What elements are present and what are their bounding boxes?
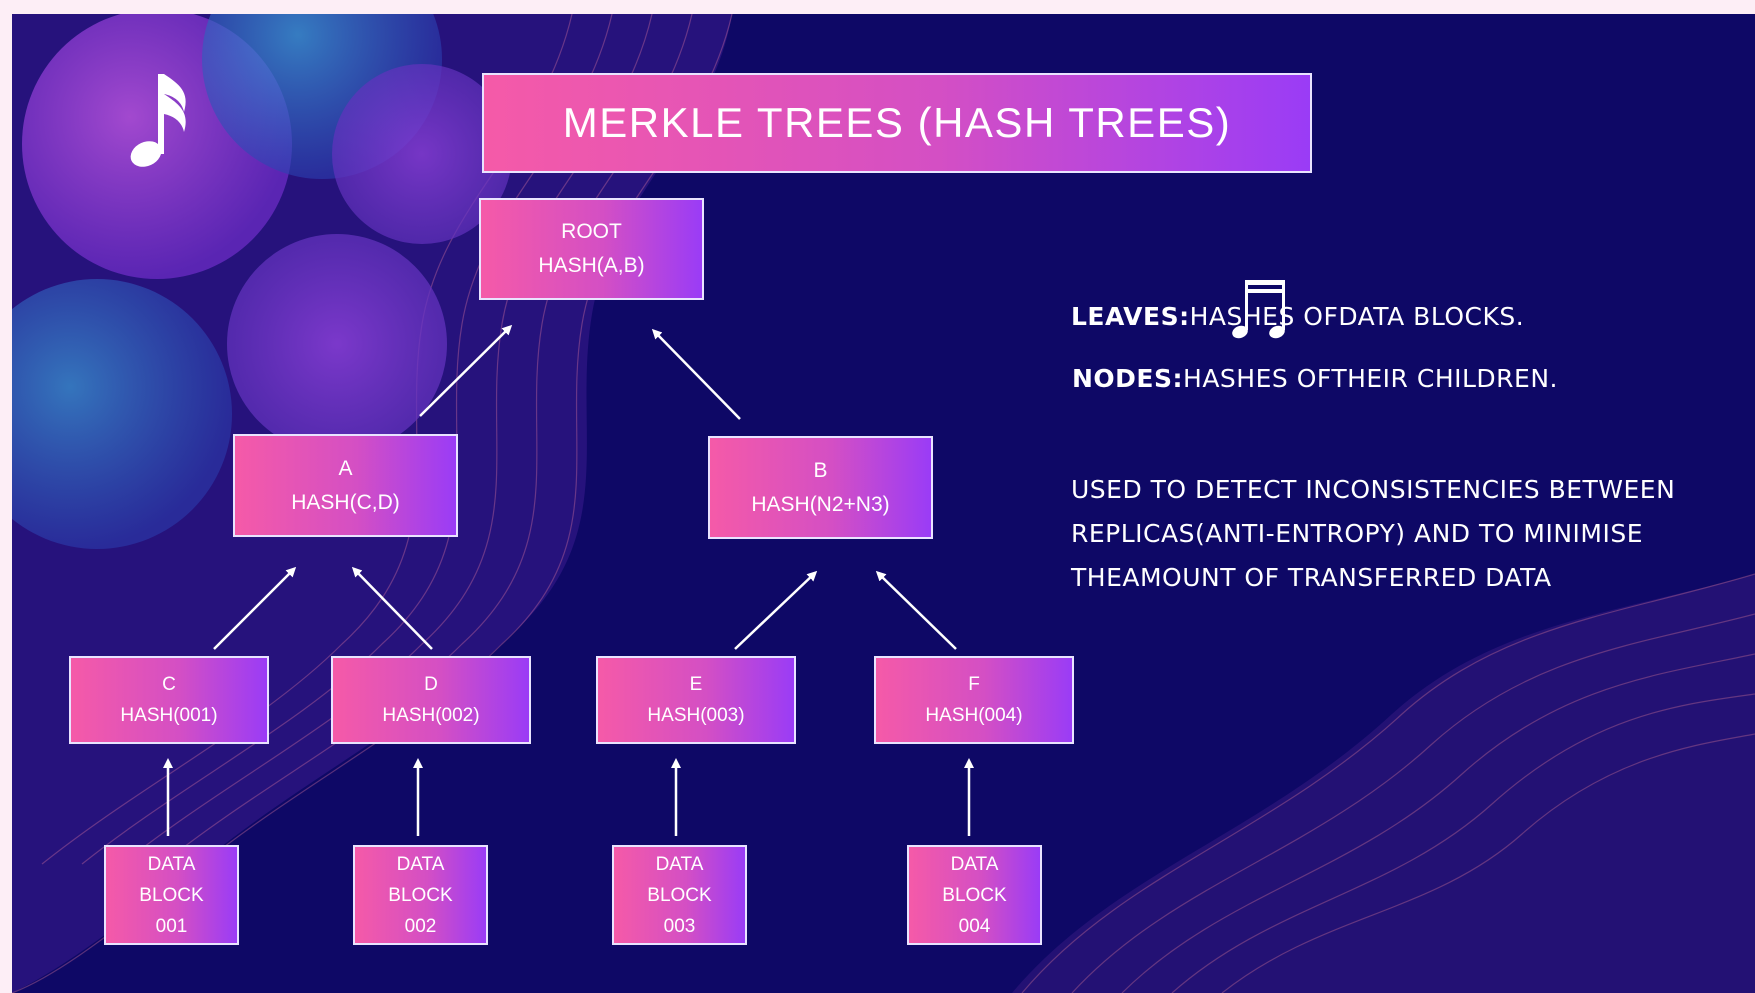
- node-a: A HASH(C,D): [233, 434, 458, 537]
- leaf-label: E: [689, 674, 703, 695]
- page-title-text: MERKLE TREES (HASH TREES): [562, 99, 1232, 146]
- data-block-number: 004: [958, 915, 991, 937]
- node-b: B HASH(N2+N3): [708, 436, 933, 539]
- leaf-label: F: [968, 674, 980, 695]
- leaf-node-d: D HASH(002): [331, 656, 531, 744]
- leaves-description: LEAVES:HASHES OFDATA BLOCKS.: [1071, 302, 1524, 331]
- data-block-line: BLOCK: [388, 884, 453, 906]
- root-node-hash: HASH(A,B): [538, 254, 645, 277]
- node-a-label: A: [338, 456, 353, 480]
- node-b-hash: HASH(N2+N3): [751, 492, 890, 516]
- leaf-label: C: [162, 674, 176, 695]
- data-block-003: DATA BLOCK 003: [612, 845, 747, 945]
- node-b-label: B: [813, 458, 828, 482]
- leaf-label: D: [424, 674, 438, 695]
- node-a-hash: HASH(C,D): [291, 490, 400, 514]
- leaves-label: LEAVES:: [1071, 302, 1190, 331]
- data-block-line: DATA: [950, 853, 999, 875]
- root-node: ROOT HASH(A,B): [479, 198, 704, 300]
- data-block-004: DATA BLOCK 004: [907, 845, 1042, 945]
- data-block-002: DATA BLOCK 002: [353, 845, 488, 945]
- leaf-node-c: C HASH(001): [69, 656, 269, 744]
- leaves-text: HASHES OFDATA BLOCKS.: [1189, 302, 1525, 331]
- data-block-line: BLOCK: [942, 884, 1007, 906]
- usage-paragraph: USED TO DETECT INCONSISTENCIES BETWEEN R…: [1071, 468, 1675, 600]
- nodes-description: NODES:HASHES OFTHEIR CHILDREN.: [1072, 364, 1558, 393]
- data-block-line: DATA: [655, 853, 704, 875]
- leaf-node-e: E HASH(003): [596, 656, 796, 744]
- leaf-hash: HASH(002): [382, 705, 480, 726]
- page-title: MERKLE TREES (HASH TREES): [482, 73, 1312, 173]
- data-block-001: DATA BLOCK 001: [104, 845, 239, 945]
- data-block-line: BLOCK: [139, 884, 204, 906]
- data-block-line: DATA: [147, 853, 196, 875]
- leaf-node-f: F HASH(004): [874, 656, 1074, 744]
- data-block-number: 003: [663, 915, 696, 937]
- nodes-text: HASHES OFTHEIR CHILDREN.: [1183, 364, 1558, 393]
- usage-line: USED TO DETECT INCONSISTENCIES BETWEEN: [1071, 475, 1676, 504]
- usage-line: REPLICAS(ANTI-ENTROPY) AND TO MINIMISE: [1071, 519, 1644, 548]
- sixteenth-note-icon: [130, 74, 186, 167]
- slide: MERKLE TREES (HASH TREES) ROOT HASH(A,B)…: [12, 14, 1755, 993]
- usage-line: THEAMOUNT OF TRANSFERRED DATA: [1071, 563, 1552, 592]
- leaf-hash: HASH(003): [647, 705, 745, 726]
- beamed-notes-icon: [1232, 280, 1285, 339]
- nodes-label: NODES:: [1072, 364, 1184, 393]
- data-block-number: 002: [404, 915, 437, 937]
- root-node-label: ROOT: [561, 220, 622, 243]
- leaf-hash: HASH(001): [120, 705, 218, 726]
- data-block-number: 001: [155, 915, 188, 937]
- data-block-line: DATA: [396, 853, 445, 875]
- leaf-hash: HASH(004): [925, 705, 1023, 726]
- data-block-line: BLOCK: [647, 884, 712, 906]
